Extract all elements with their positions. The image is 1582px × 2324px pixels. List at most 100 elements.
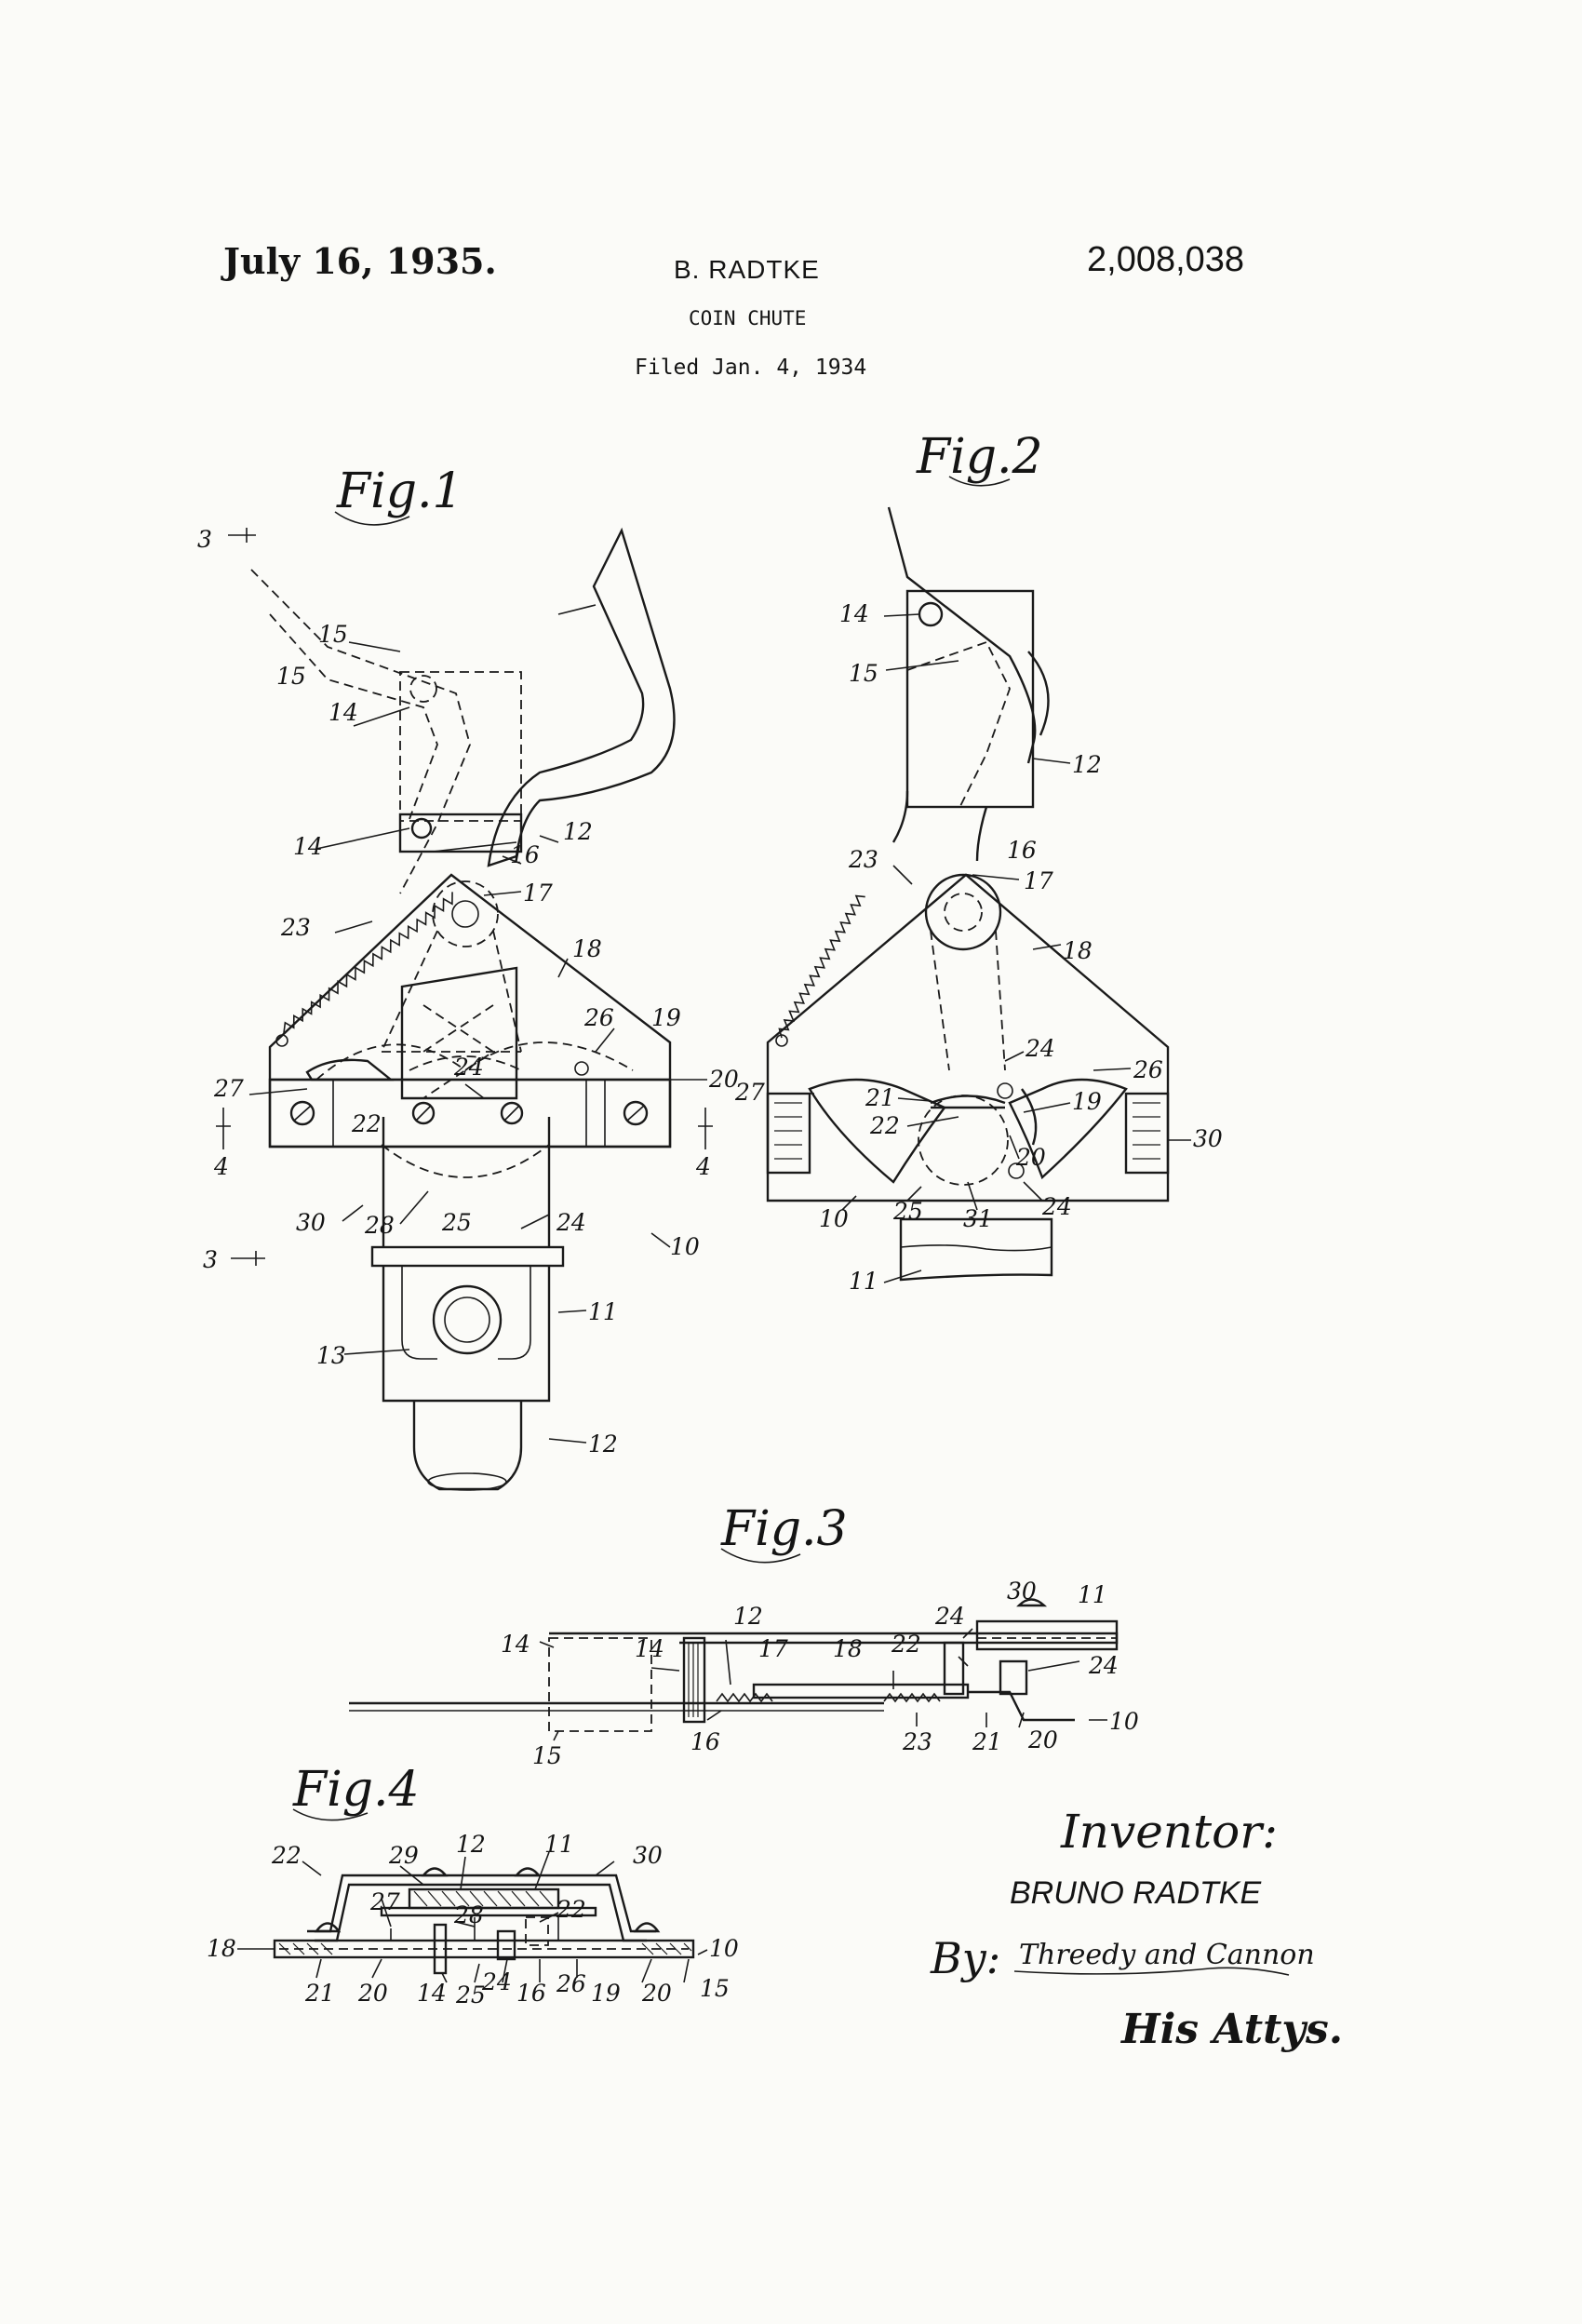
fig4-label-22b: 22 <box>556 1896 586 1923</box>
fig3-screw-30 <box>1016 1598 1048 1607</box>
signature-block: Inventor: BRUNO RADTKE By: Threedy and C… <box>930 1805 1343 2053</box>
figure-4: Fig.4 22 29 12 11 30 27 28 22 18 <box>207 1762 739 2008</box>
fig1-label-11: 11 <box>588 1298 618 1325</box>
fig4-pin-22 <box>525 1916 549 1946</box>
fig4-rivet-29 <box>421 1867 449 1877</box>
fig1-screw-22b <box>500 1101 524 1125</box>
fig2-coupling-17 <box>924 873 1002 951</box>
fig1-coupling-17 <box>432 880 499 947</box>
fig1-label-3-bottom: 3 <box>203 1246 218 1273</box>
fig4-label-14: 14 <box>417 1980 447 2007</box>
fig4-rivet-22 <box>314 1922 342 1933</box>
fig3-dashed-box <box>548 1637 652 1732</box>
fig1-lever-dashed <box>250 569 471 894</box>
inventor-label: Inventor: <box>1060 1805 1278 1859</box>
fig1-title-underline <box>334 511 410 526</box>
fig4-leader-lines <box>237 1851 708 1983</box>
fig3-label-14a: 14 <box>501 1631 530 1658</box>
fig1-label-27: 27 <box>213 1075 244 1102</box>
fig2-label-16: 16 <box>1007 837 1037 864</box>
fig4-label-24: 24 <box>481 1968 512 1995</box>
fig1-label-17: 17 <box>523 880 553 907</box>
fig1-section-3-top <box>228 528 256 543</box>
fig3-label-23: 23 <box>902 1728 932 1755</box>
patent-number: 2,008,038 <box>1087 240 1245 279</box>
fig3-pin-24a <box>943 1641 965 1696</box>
fig2-label-31: 31 <box>963 1205 993 1232</box>
fig2-label-20: 20 <box>1015 1144 1046 1171</box>
fig4-label-29: 29 <box>388 1842 419 1869</box>
fig1-label-25: 25 <box>441 1209 472 1236</box>
fig1-screw-22a <box>411 1101 436 1125</box>
fig4-housing-11 <box>408 1887 560 1910</box>
fig2-pivot-14 <box>918 601 944 627</box>
fig1-label-22: 22 <box>351 1110 382 1137</box>
fig2-label-11: 11 <box>849 1268 878 1295</box>
fig1-label-14b: 14 <box>293 833 323 860</box>
fig2-pin-24b <box>1008 1162 1025 1179</box>
fig3-label-14b: 14 <box>635 1635 664 1662</box>
fig4-label-25: 25 <box>455 1981 486 2008</box>
fig2-slide-12 <box>905 589 1035 809</box>
fig1-lever-15 <box>487 527 676 867</box>
fig1-label-19: 19 <box>651 1004 681 1031</box>
fig1-title: Fig.1 <box>336 463 463 519</box>
fig2-label-22: 22 <box>869 1112 900 1139</box>
fig1-section-4-right <box>698 1108 713 1149</box>
fig4-label-16: 16 <box>516 1980 546 2007</box>
fig4-label-15: 15 <box>700 1975 730 2002</box>
fig1-coin-slot-13 <box>432 1284 503 1355</box>
fig4-label-19: 19 <box>591 1980 621 2007</box>
fig3-label-17: 17 <box>758 1635 788 1662</box>
fig2-gate-27 <box>808 1078 946 1184</box>
fig1-label-30: 30 <box>296 1209 326 1236</box>
fig3-label-15: 15 <box>532 1742 562 1769</box>
fig1-label-23: 23 <box>280 914 311 941</box>
fig1-section-4-left <box>216 1108 231 1149</box>
fig4-pin-24 <box>496 1929 516 1961</box>
fig1-spring-23 <box>283 892 453 1034</box>
fig3-gate-20 <box>968 1690 1075 1722</box>
fig2-title: Fig.2 <box>916 429 1043 485</box>
fig1-housing-11 <box>382 1266 551 1403</box>
by-label: By: <box>930 1933 1000 1983</box>
fig4-label-21: 21 <box>304 1980 335 2007</box>
fig1-label-4-left: 4 <box>213 1153 229 1180</box>
fig2-leader-lines <box>772 613 1191 1283</box>
fig2-gate-19 <box>1008 1078 1128 1180</box>
fig3-label-11: 11 <box>1078 1581 1107 1608</box>
fig4-label-28: 28 <box>453 1901 484 1928</box>
fig1-pivot-14-dashed <box>409 675 437 703</box>
fig4-label-11: 11 <box>544 1831 574 1858</box>
fig1-button <box>412 1401 523 1491</box>
fig2-spring-23 <box>778 894 865 1039</box>
fig2-frame-18 <box>766 873 1170 1202</box>
fig1-label-16: 16 <box>510 841 540 868</box>
inventor-name: BRUNO RADTKE <box>1010 1875 1261 1911</box>
fig4-label-18: 18 <box>207 1935 236 1962</box>
fig3-label-18: 18 <box>833 1635 863 1662</box>
fig4-label-12: 12 <box>456 1831 486 1858</box>
patent-title: COIN CHUTE <box>689 307 807 329</box>
fig3-plate-16 <box>682 1636 706 1724</box>
fig1-label-24a: 24 <box>453 1054 484 1081</box>
fig4-label-22a: 22 <box>271 1842 302 1869</box>
fig2-label-18: 18 <box>1063 937 1093 964</box>
fig2-label-26: 26 <box>1133 1056 1163 1083</box>
fig4-label-10: 10 <box>709 1935 739 1962</box>
fig3-label-10: 10 <box>1109 1708 1139 1735</box>
fig1-label-24b: 24 <box>556 1209 586 1236</box>
attys-label: His Attys. <box>1119 2006 1343 2053</box>
fig2-label-21: 21 <box>865 1084 895 1111</box>
fig3-spring-a <box>716 1692 773 1703</box>
fig3-label-24b: 24 <box>1088 1652 1119 1679</box>
fig4-rivet-11 <box>514 1867 542 1877</box>
fig4-rivet-right <box>633 1922 661 1933</box>
fig2-label-14: 14 <box>839 600 869 627</box>
fig1-label-20: 20 <box>708 1066 739 1093</box>
fig1-section-3-bottom <box>231 1251 265 1266</box>
fig2-label-12: 12 <box>1072 751 1102 778</box>
fig1-label-12a: 12 <box>563 818 593 845</box>
fig4-label-30: 30 <box>633 1842 663 1869</box>
